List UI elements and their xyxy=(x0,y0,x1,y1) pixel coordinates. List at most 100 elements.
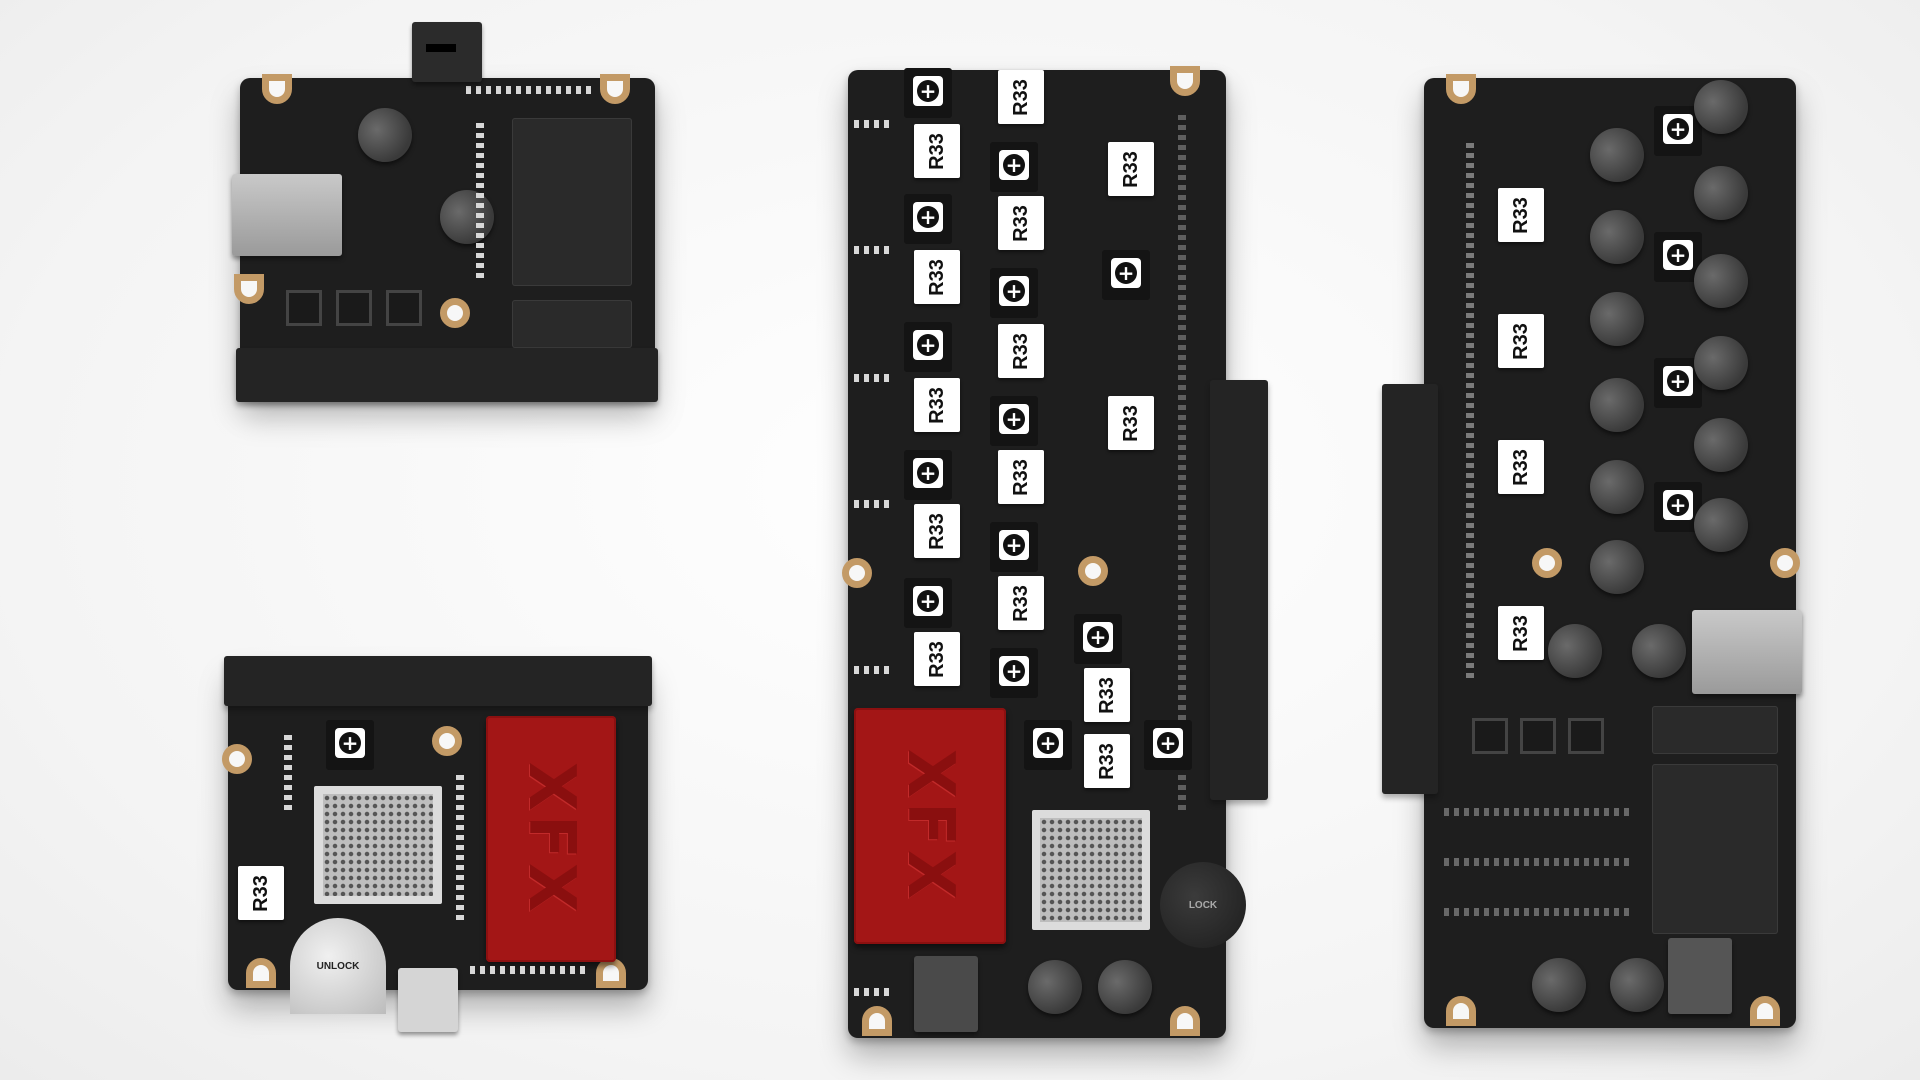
edge-connector xyxy=(224,656,652,706)
plus-badge: + xyxy=(1663,240,1693,270)
capacitor xyxy=(1694,254,1748,308)
r33-text: R33 xyxy=(1009,78,1032,116)
lock-text: UNLOCK xyxy=(316,960,360,972)
lock-disc: UNLOCK xyxy=(290,918,386,1014)
plus-component: + xyxy=(1144,720,1192,770)
plus-icon: + xyxy=(1003,154,1025,176)
r33-label: R33 xyxy=(998,450,1044,504)
plus-component: + xyxy=(990,522,1038,572)
r33-label: R33 xyxy=(998,576,1044,630)
plus-badge: + xyxy=(913,586,943,616)
pin-row xyxy=(470,966,590,974)
plus-badge: + xyxy=(913,330,943,360)
r33-label: R33 xyxy=(1498,606,1544,660)
plus-badge: + xyxy=(1663,114,1693,144)
r33-label: R33 xyxy=(998,324,1044,378)
plus-component: + xyxy=(990,142,1038,192)
plus-icon: + xyxy=(1115,262,1137,284)
xfx-heatsink: XFX xyxy=(486,716,616,962)
pin-row xyxy=(854,120,890,128)
plus-component: + xyxy=(990,396,1038,446)
mount-hole xyxy=(1770,548,1800,578)
plus-component: + xyxy=(1654,232,1702,282)
r33-text: R33 xyxy=(1095,742,1118,780)
plus-badge: + xyxy=(1153,728,1183,758)
plus-icon: + xyxy=(917,590,939,612)
plus-badge: + xyxy=(1111,258,1141,288)
r33-label: R33 xyxy=(1498,188,1544,242)
plus-icon: + xyxy=(1667,494,1689,516)
large-chip xyxy=(1652,764,1778,934)
plus-icon: + xyxy=(339,732,361,754)
plus-component: + xyxy=(1074,614,1122,664)
edge-connector xyxy=(1382,384,1438,794)
plus-badge: + xyxy=(1663,366,1693,396)
mount-hole xyxy=(862,1006,892,1036)
tall-center-board: R33 R33 R33 R33 R33 R33 R33 R33 R33 R33 … xyxy=(842,66,1268,1038)
r33-label: R33 xyxy=(1498,314,1544,368)
capacitor xyxy=(1532,958,1586,1012)
r33-text: R33 xyxy=(1509,614,1532,652)
r33-label: R33 xyxy=(914,504,960,558)
capacitor xyxy=(1548,624,1602,678)
r33-text: R33 xyxy=(1509,448,1532,486)
lock-text: LOCK xyxy=(1188,899,1218,911)
r33-label: R33 xyxy=(914,378,960,432)
plus-badge: + xyxy=(1033,728,1063,758)
pin-row xyxy=(466,86,596,94)
capacitor xyxy=(358,108,412,162)
mount-hole xyxy=(234,274,264,304)
mount-hole xyxy=(1170,66,1200,96)
plus-icon: + xyxy=(917,206,939,228)
pin-row xyxy=(854,374,890,382)
r33-label: R33 xyxy=(914,250,960,304)
plus-badge: + xyxy=(913,458,943,488)
mount-hole xyxy=(246,958,276,988)
plus-component: + xyxy=(1024,720,1072,770)
pin-column xyxy=(1466,138,1474,678)
socket xyxy=(336,290,372,326)
socket xyxy=(1520,718,1556,754)
pin-row xyxy=(1444,858,1634,866)
mount-hole xyxy=(1532,548,1562,578)
mount-hole xyxy=(1446,74,1476,104)
r33-text: R33 xyxy=(925,640,948,678)
r33-text: R33 xyxy=(1095,676,1118,714)
pin-row xyxy=(1444,908,1634,916)
r33-text: R33 xyxy=(925,132,948,170)
r33-text: R33 xyxy=(1009,584,1032,622)
plus-component: + xyxy=(990,268,1038,318)
pin-column xyxy=(476,118,484,278)
plus-badge: + xyxy=(999,150,1029,180)
plus-icon: + xyxy=(1003,660,1025,682)
plus-icon: + xyxy=(917,334,939,356)
plus-icon: + xyxy=(1087,626,1109,648)
tall-right-board: R33 R33 R33 R33 + + + + xyxy=(1382,74,1802,1028)
r33-text: R33 xyxy=(1119,404,1142,442)
small-top-left-board xyxy=(232,22,658,402)
large-chip xyxy=(512,118,632,286)
capacitor xyxy=(1610,958,1664,1012)
capacitor xyxy=(1590,210,1644,264)
plus-component: + xyxy=(904,322,952,372)
switch-lever xyxy=(426,44,456,52)
edge-connector xyxy=(236,348,658,402)
sd-card-slot xyxy=(232,174,342,256)
plus-component: + xyxy=(326,720,374,770)
plus-badge: + xyxy=(913,76,943,106)
brand-text: XFX xyxy=(893,748,967,904)
pin-row xyxy=(854,246,890,254)
chip xyxy=(512,300,632,348)
bga-chip xyxy=(314,786,442,904)
mount-hole xyxy=(1750,996,1780,1026)
plus-badge: + xyxy=(913,202,943,232)
edge-connector xyxy=(1210,380,1268,800)
plus-component: + xyxy=(904,578,952,628)
plus-component: + xyxy=(904,450,952,500)
r33-label: R33 xyxy=(1108,396,1154,450)
r33-text: R33 xyxy=(1509,196,1532,234)
r33-label: R33 xyxy=(1084,668,1130,722)
mount-hole xyxy=(600,74,630,104)
chip xyxy=(1652,706,1778,754)
mount-hole xyxy=(1170,1006,1200,1036)
